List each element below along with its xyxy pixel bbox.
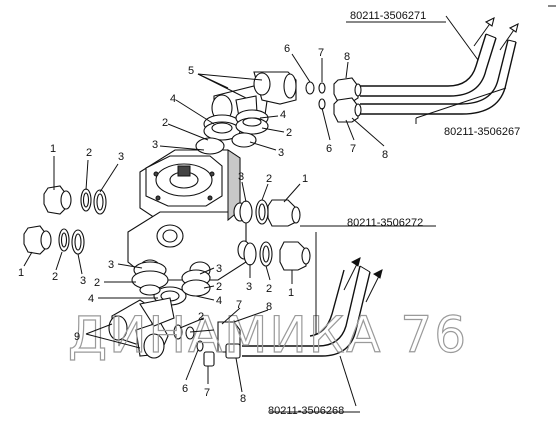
callout-2: 2 — [162, 117, 168, 129]
arrow-lower-1 — [343, 257, 361, 291]
callout-2: 2 — [286, 127, 292, 139]
callout-2: 2 — [266, 283, 272, 295]
tube-80211-3506268 — [242, 265, 371, 357]
callout-2: 2 — [86, 147, 92, 159]
arrow-top-2 — [499, 22, 519, 51]
callout-6: 6 — [182, 383, 188, 395]
callout-3: 3 — [246, 281, 252, 293]
callout-3: 3 — [108, 259, 114, 271]
lower-elbow-fittings — [108, 297, 175, 359]
upper-ring-stack — [195, 109, 269, 155]
tube-80211-3506271 — [360, 33, 497, 97]
top-right-seals — [305, 81, 326, 110]
tube-80211-3506267 — [360, 39, 517, 115]
callout-5: 5 — [188, 65, 194, 77]
callout-3: 3 — [152, 139, 158, 151]
callout-3: 3 — [80, 275, 86, 287]
callout-8: 8 — [344, 51, 350, 63]
callout-1: 1 — [288, 287, 294, 299]
right-fittings-upper — [239, 199, 301, 227]
callout-2: 2 — [216, 281, 222, 293]
leader-lines — [23, 15, 507, 413]
callout-2: 2 — [198, 311, 204, 323]
callout-3: 3 — [278, 147, 284, 159]
part-number-label: 80211-3506268 — [268, 405, 344, 417]
callout-8: 8 — [266, 301, 272, 313]
valve-body — [127, 149, 251, 281]
callout-1: 1 — [50, 143, 56, 155]
callout-4: 4 — [170, 93, 176, 105]
right-fittings-lower — [243, 241, 311, 271]
callout-4: 4 — [88, 293, 94, 305]
left-fittings-upper — [43, 185, 107, 215]
callout-2: 2 — [52, 271, 58, 283]
callout-2: 2 — [94, 277, 100, 289]
callout-9: 9 — [74, 331, 80, 343]
callout-1: 1 — [18, 267, 24, 279]
callout-6: 6 — [284, 43, 290, 55]
callout-6: 6 — [326, 143, 332, 155]
part-number-label: 80211-3506267 — [444, 126, 520, 138]
callout-numbers: 5 6 7 8 6 7 8 4 2 3 4 2 3 1 2 3 1 2 3 3 … — [18, 43, 388, 405]
callout-7: 7 — [350, 143, 356, 155]
top-right-nuts — [333, 77, 362, 123]
callout-7: 7 — [318, 47, 324, 59]
callout-7: 7 — [236, 299, 242, 311]
callout-1: 1 — [302, 173, 308, 185]
arrow-lower-2 — [365, 269, 383, 303]
arrow-top-1 — [473, 16, 495, 47]
callout-3: 3 — [216, 263, 222, 275]
left-fittings-lower — [23, 225, 85, 255]
part-number-label: 80211-3506272 — [347, 217, 423, 229]
callout-8: 8 — [382, 149, 388, 161]
callout-3: 3 — [238, 171, 244, 183]
callout-2: 2 — [266, 173, 272, 185]
callout-4: 4 — [216, 295, 222, 307]
lower-ring-stack — [131, 261, 211, 306]
callout-3: 3 — [118, 151, 124, 163]
callout-7: 7 — [204, 387, 210, 399]
lower-small-parts — [173, 321, 241, 367]
part-number-label: 80211-3506271 — [350, 10, 426, 22]
callout-4: 4 — [280, 109, 286, 121]
callout-8: 8 — [240, 393, 246, 405]
watermark-text: ДИНАМИКА 76 — [68, 306, 468, 364]
